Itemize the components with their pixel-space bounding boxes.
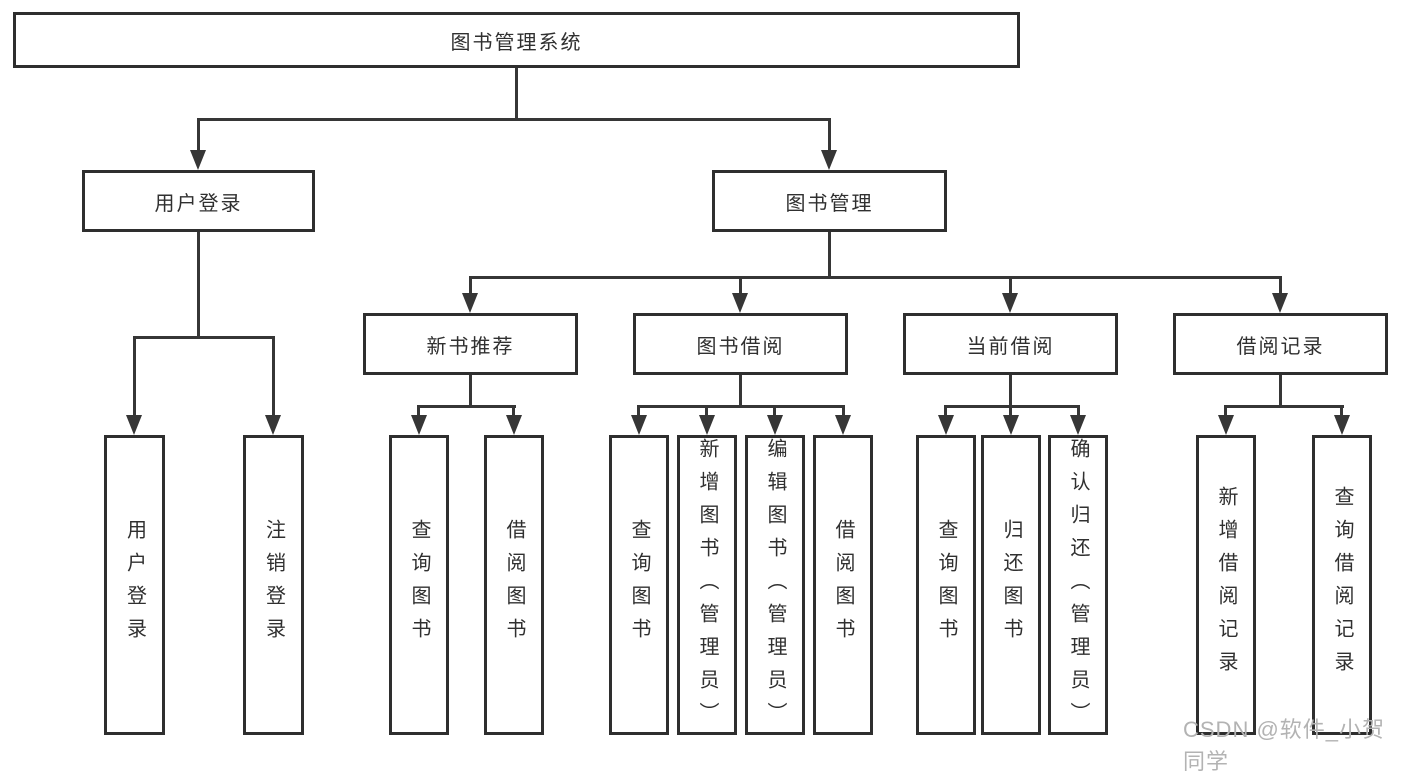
connector-line — [133, 336, 136, 417]
arrowhead-down-icon — [1003, 415, 1019, 435]
leaf-user-login: 用户登录 — [104, 435, 165, 735]
node-label: 图书管理 — [785, 192, 874, 215]
arrowhead-down-icon — [411, 415, 427, 435]
leaf-recommend-borrow-book: 借阅图书 — [484, 435, 544, 735]
node-borrow-record: 借阅记录 — [1173, 313, 1388, 375]
arrowhead-down-icon — [506, 415, 522, 435]
leaf-add-book-admin: 新增图书（管理员） — [677, 435, 737, 735]
connector-line — [1225, 405, 1344, 408]
node-label: 借阅图书 — [832, 519, 854, 651]
node-user-login: 用户登录 — [82, 170, 315, 232]
node-label: 查询图书 — [408, 519, 430, 651]
node-label: 归还图书 — [1000, 519, 1022, 651]
node-label: 用户登录 — [123, 519, 146, 651]
node-label: 新增图书（管理员） — [696, 438, 718, 735]
node-label: 查询图书 — [628, 519, 650, 651]
connector-line — [418, 405, 516, 408]
connector-line — [469, 375, 472, 407]
connector-line — [705, 405, 708, 417]
csdn-watermark: CSDN @软件_小贺同学 — [1183, 717, 1386, 774]
arrowhead-down-icon — [631, 415, 647, 435]
node-book-borrow: 图书借阅 — [633, 313, 848, 375]
arrowhead-down-icon — [1002, 293, 1018, 313]
arrowhead-down-icon — [462, 293, 478, 313]
arrowhead-down-icon — [938, 415, 954, 435]
connector-line — [828, 232, 831, 278]
node-library-system: 图书管理系统 — [13, 12, 1020, 68]
leaf-logout: 注销登录 — [243, 435, 304, 735]
connector-line — [197, 232, 200, 338]
connector-line — [1279, 276, 1282, 295]
connector-line — [197, 118, 831, 121]
connector-line — [512, 405, 515, 417]
node-book-management: 图书管理 — [712, 170, 947, 232]
connector-line — [638, 405, 845, 408]
node-current-borrow: 当前借阅 — [903, 313, 1118, 375]
arrowhead-down-icon — [699, 415, 715, 435]
connector-line — [1279, 375, 1282, 407]
connector-line — [515, 68, 518, 120]
connector-line — [1077, 405, 1080, 417]
connector-line — [133, 336, 275, 339]
connector-line — [842, 405, 845, 417]
arrowhead-down-icon — [1334, 415, 1350, 435]
node-label: 新增借阅记录 — [1215, 486, 1237, 684]
leaf-query-borrow-record: 查询借阅记录 — [1312, 435, 1372, 735]
leaf-current-query-book: 查询图书 — [916, 435, 976, 735]
leaf-borrow-book: 借阅图书 — [813, 435, 873, 735]
connector-line — [945, 405, 1080, 408]
connector-line — [417, 405, 420, 417]
connector-line — [1009, 276, 1012, 295]
library-system-hierarchy-diagram: 图书管理系统 用户登录 图书管理 新书推荐 图书借阅 当前借阅 借阅记录 — [13, 12, 1388, 774]
leaf-borrow-query-book: 查询图书 — [609, 435, 669, 735]
node-label: 当前借阅 — [966, 335, 1055, 358]
leaf-return-book: 归还图书 — [981, 435, 1041, 735]
connector-line — [944, 405, 947, 417]
leaf-recommend-query-book: 查询图书 — [389, 435, 449, 735]
leaf-edit-book-admin: 编辑图书（管理员） — [745, 435, 805, 735]
node-label: 查询图书 — [935, 519, 957, 651]
arrowhead-down-icon — [190, 150, 206, 170]
arrowhead-down-icon — [835, 415, 851, 435]
arrowhead-down-icon — [265, 415, 281, 435]
connector-line — [469, 276, 1281, 279]
node-label: 借阅记录 — [1236, 335, 1325, 358]
node-label: 新书推荐 — [426, 335, 515, 358]
arrowhead-down-icon — [732, 293, 748, 313]
arrowhead-down-icon — [1272, 293, 1288, 313]
connector-line — [739, 375, 742, 407]
connector-line — [828, 118, 831, 152]
connector-line — [1224, 405, 1227, 417]
node-label: 图书借阅 — [696, 335, 785, 358]
node-label: 查询借阅记录 — [1331, 486, 1353, 684]
leaf-add-borrow-record: 新增借阅记录 — [1196, 435, 1256, 735]
connector-line — [739, 276, 742, 295]
connector-line — [1340, 405, 1343, 417]
node-new-book-recommend: 新书推荐 — [363, 313, 578, 375]
node-label: 图书管理系统 — [450, 31, 583, 54]
connector-line — [773, 405, 776, 417]
node-label: 编辑图书（管理员） — [764, 438, 786, 735]
connector-line — [637, 405, 640, 417]
arrowhead-down-icon — [821, 150, 837, 170]
connector-line — [272, 336, 275, 417]
connector-line — [1009, 405, 1012, 417]
leaf-confirm-return-admin: 确认归还（管理员） — [1048, 435, 1108, 735]
connector-line — [469, 276, 472, 295]
node-label: 确认归还（管理员） — [1067, 438, 1089, 735]
arrowhead-down-icon — [767, 415, 783, 435]
node-label: 用户登录 — [154, 192, 243, 215]
connector-line — [197, 118, 200, 152]
arrowhead-down-icon — [1070, 415, 1086, 435]
node-label: 注销登录 — [262, 519, 285, 651]
node-label: 借阅图书 — [503, 519, 525, 651]
connector-line — [1009, 375, 1012, 407]
arrowhead-down-icon — [126, 415, 142, 435]
arrowhead-down-icon — [1218, 415, 1234, 435]
